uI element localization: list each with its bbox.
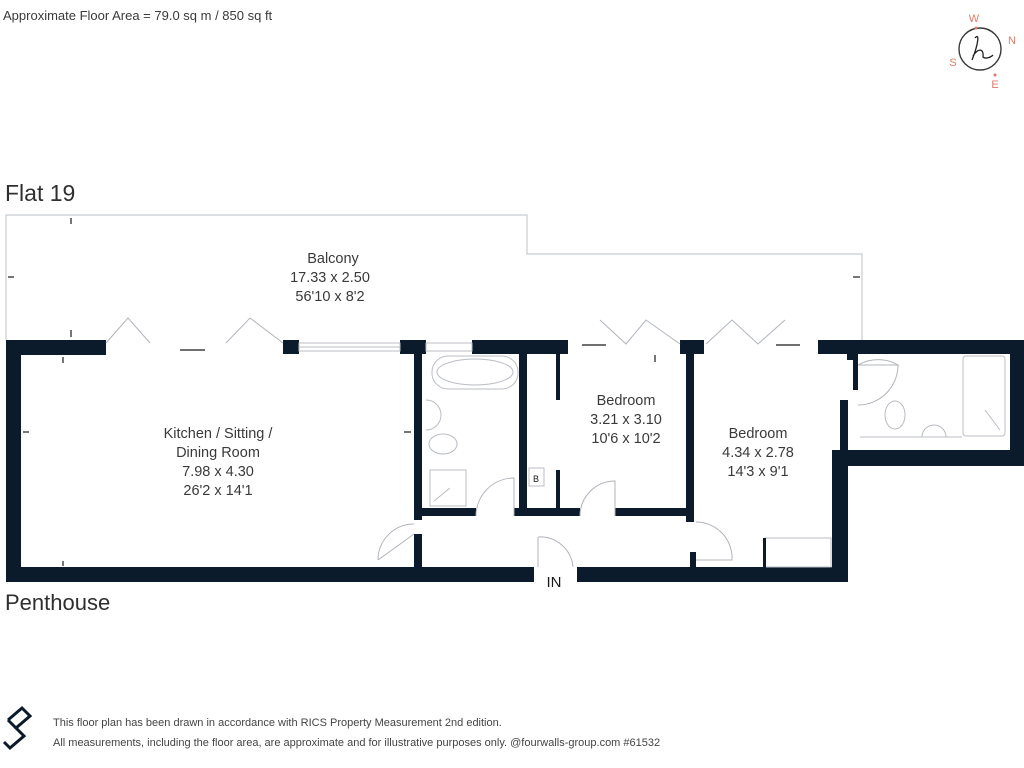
room-name: Bedroom xyxy=(729,426,788,442)
plan-subtitle: Penthouse xyxy=(5,590,111,615)
room-name: Balcony xyxy=(307,251,359,267)
footer-disclaimer-line2: All measurements, including the floor ar… xyxy=(53,737,661,749)
room-bedroom-2: Bedroom 4.34 x 2.78 14'3 x 9'1 xyxy=(722,426,794,480)
door-swings xyxy=(377,359,900,568)
room-bedroom-1: Bedroom 3.21 x 3.10 10'6 x 10'2 xyxy=(590,393,662,447)
compass-icon: W N S E xyxy=(949,13,1016,91)
walls xyxy=(6,340,1024,582)
ensuite-fixtures xyxy=(860,355,1006,438)
compass-west: W xyxy=(969,13,980,25)
boiler-label: B xyxy=(533,474,539,484)
plan-title: Flat 19 xyxy=(5,180,76,206)
compass-east: E xyxy=(991,79,998,91)
room-imperial: 56'10 x 8'2 xyxy=(295,289,364,305)
room-name: Bedroom xyxy=(597,393,656,409)
bifold-doors xyxy=(105,317,786,345)
compass-south: S xyxy=(949,57,956,69)
room-imperial: 10'6 x 10'2 xyxy=(591,431,660,447)
room-balcony: Balcony 17.33 x 2.50 56'10 x 8'2 xyxy=(290,251,370,305)
room-name-line2: Dining Room xyxy=(176,445,260,461)
boiler-cupboard: B xyxy=(528,467,545,487)
floor-area-text: Approximate Floor Area = 79.0 sq m / 850… xyxy=(3,8,273,23)
balcony-outline xyxy=(5,214,863,340)
room-metric: 17.33 x 2.50 xyxy=(290,270,370,286)
room-kitchen: Kitchen / Sitting / Dining Room 7.98 x 4… xyxy=(164,426,274,499)
room-metric: 4.34 x 2.78 xyxy=(722,445,794,461)
room-name: Kitchen / Sitting / xyxy=(164,426,274,442)
footer-disclaimer-line1: This floor plan has been drawn in accord… xyxy=(53,717,502,729)
windows xyxy=(298,342,473,352)
compass-north: N xyxy=(1008,35,1016,47)
fourwalls-logo-icon xyxy=(2,705,33,751)
entrance-label: IN xyxy=(547,574,562,591)
room-metric: 7.98 x 4.30 xyxy=(182,464,254,480)
signature-logo-icon xyxy=(971,35,994,61)
room-imperial: 14'3 x 9'1 xyxy=(727,464,788,480)
room-metric: 3.21 x 3.10 xyxy=(590,412,662,428)
bathroom-fixtures xyxy=(425,355,519,507)
measurement-ticks xyxy=(8,218,860,566)
room-imperial: 26'2 x 14'1 xyxy=(183,483,252,499)
